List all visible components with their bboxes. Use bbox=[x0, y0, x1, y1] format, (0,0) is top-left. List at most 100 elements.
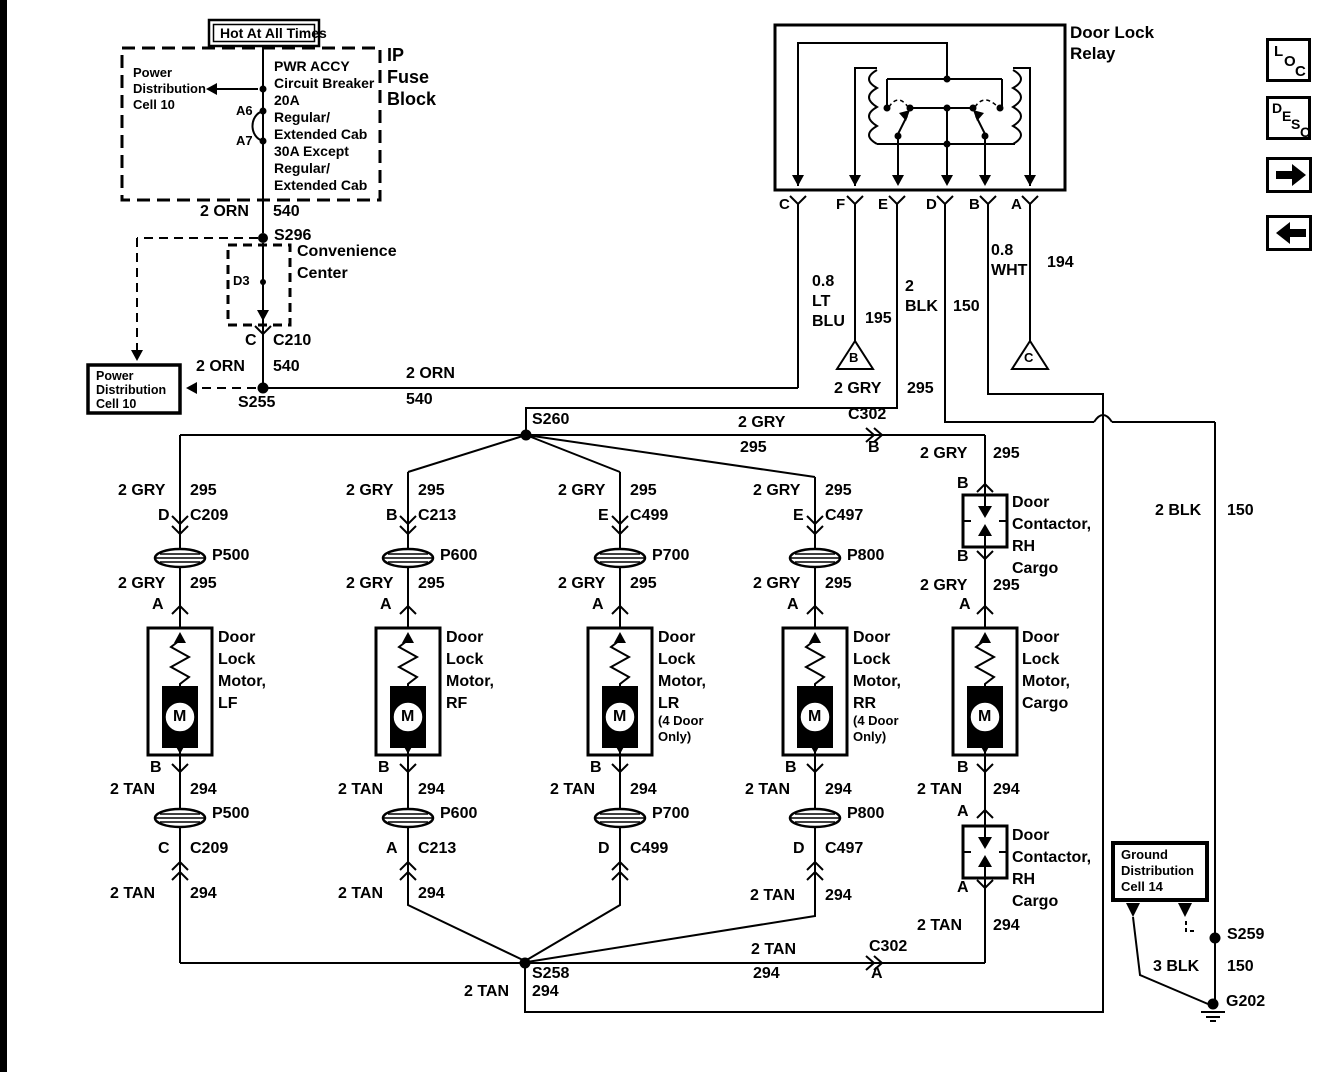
label-rr-conn-bot-pin: D bbox=[793, 840, 805, 857]
label-motor-rf-3: Motor, bbox=[446, 673, 494, 690]
label-motor-rf-2: Lock bbox=[446, 651, 484, 668]
label-lr-gry2-gauge: 2 GRY bbox=[558, 575, 606, 592]
label-motor-rr-5: (4 Door bbox=[853, 713, 899, 728]
label-contactor2-pin-a-bot: A bbox=[957, 879, 969, 896]
ip-fuse-block-box bbox=[120, 46, 382, 202]
label-ground-box-1: Ground bbox=[1121, 847, 1168, 862]
label-rf-tan-ckt: 294 bbox=[418, 781, 445, 798]
label-cargo-tan2-gauge: 2 TAN bbox=[917, 917, 963, 934]
label-motor-lr-2: Lock bbox=[658, 651, 696, 668]
label-terminator-c: C bbox=[1024, 350, 1034, 365]
label-lr-gry-ckt: 295 bbox=[630, 482, 657, 499]
door-contactors bbox=[961, 493, 1009, 880]
label-breaker-line7: Regular/ bbox=[274, 160, 331, 176]
label-lr-gry2-ckt: 295 bbox=[630, 575, 657, 592]
label-lr-tan-ckt: 294 bbox=[630, 781, 657, 798]
label-wire-blk-2: BLK bbox=[905, 298, 938, 315]
label-ground-box-3: Cell 14 bbox=[1121, 879, 1163, 894]
label-motor-rf-4: RF bbox=[446, 695, 468, 712]
label-fuse-ref-distribution: Distribution bbox=[133, 81, 206, 96]
label-splice-s258: S258 bbox=[532, 965, 570, 982]
label-grommet-p800-top: P800 bbox=[847, 547, 885, 564]
label-feed-gry-gauge: 2 GRY bbox=[920, 445, 968, 462]
label-branch-tan-ckt: 294 bbox=[753, 965, 780, 982]
desc-button[interactable]: D E S C bbox=[1266, 96, 1311, 140]
label-rf-gry2-gauge: 2 GRY bbox=[346, 575, 394, 592]
label-ground-box-2: Distribution bbox=[1121, 863, 1194, 878]
label-cargo-tan2-ckt: 294 bbox=[993, 917, 1020, 934]
dashed-reference-lines bbox=[136, 237, 258, 389]
label-cargo-pin-b2: B bbox=[957, 759, 969, 776]
label-pin-a6: A6 bbox=[236, 103, 253, 118]
label-wire-wht-2: WHT bbox=[991, 262, 1028, 279]
label-motor-lr-5: (4 Door bbox=[658, 713, 704, 728]
label-splice-s255: S255 bbox=[238, 394, 276, 411]
label-lr-conn-top: C499 bbox=[630, 507, 669, 524]
label-wire-orn3-ckt: 540 bbox=[406, 391, 433, 408]
label-lr-pin-a: A bbox=[592, 596, 604, 613]
label-splice-s259: S259 bbox=[1227, 926, 1265, 943]
label-motor-m-lf: M bbox=[173, 708, 187, 725]
label-lf-tan2-gauge: 2 TAN bbox=[110, 885, 156, 902]
label-rr-gry-gauge: 2 GRY bbox=[753, 482, 801, 499]
label-relay-term-f: F bbox=[836, 196, 846, 213]
label-grommet-p500-top: P500 bbox=[212, 547, 250, 564]
label-wire-gry-e-gauge: 2 GRY bbox=[834, 380, 882, 397]
label-contactor1-pin-b-bot: B bbox=[957, 548, 969, 565]
label-cargo-tan-gauge: 2 TAN bbox=[917, 781, 963, 798]
label-pin-d3: D3 bbox=[233, 273, 250, 288]
label-wire-ltblu-1: 0.8 bbox=[812, 273, 835, 290]
label-terminator-b: B bbox=[849, 350, 859, 365]
label-lf-gry2-ckt: 295 bbox=[190, 575, 217, 592]
label-rf-pin-a: A bbox=[380, 596, 392, 613]
label-s258-tan-gauge: 2 TAN bbox=[464, 983, 510, 1000]
label-hot-at-all-times: Hot At All Times bbox=[220, 25, 327, 41]
loc-letter-c: C bbox=[1295, 63, 1306, 80]
label-lf-gry-gauge: 2 GRY bbox=[118, 482, 166, 499]
loc-letter-l: L bbox=[1274, 43, 1284, 60]
label-rf-conn-top: C213 bbox=[418, 507, 457, 524]
label-splice-s296: S296 bbox=[274, 227, 312, 244]
label-motor-lr-1: Door bbox=[658, 629, 696, 646]
label-motor-m-rf: M bbox=[401, 708, 415, 725]
label-rf-conn-bot-pin: A bbox=[386, 840, 398, 857]
label-rr-conn-bot: C497 bbox=[825, 840, 864, 857]
next-button[interactable] bbox=[1266, 157, 1312, 193]
label-feed-gry-ckt: 295 bbox=[993, 445, 1020, 462]
label-lf-pin-b: B bbox=[150, 759, 162, 776]
label-cargo-gry2-gauge: 2 GRY bbox=[920, 577, 968, 594]
label-convenience-center-2: Center bbox=[297, 265, 348, 282]
prev-button[interactable] bbox=[1266, 215, 1312, 251]
label-grommet-p700-bot: P700 bbox=[652, 805, 690, 822]
label-motor-lr-4: LR bbox=[658, 695, 680, 712]
label-pin-a7: A7 bbox=[236, 133, 253, 148]
label-wire-blk-right-gauge: 2 BLK bbox=[1155, 502, 1202, 519]
label-ip-fuse-block-3: Block bbox=[387, 89, 437, 109]
label-wire-ltblu-ckt: 195 bbox=[865, 310, 892, 327]
label-lf-pin-a: A bbox=[152, 596, 164, 613]
label-breaker-line8: Extended Cab bbox=[274, 177, 368, 193]
label-pd-box-1: Power bbox=[96, 369, 134, 383]
label-motor-lf-1: Door bbox=[218, 629, 256, 646]
component-boxes bbox=[86, 18, 1209, 902]
label-wire-blk3-gauge: 3 BLK bbox=[1153, 958, 1200, 975]
splice-dots bbox=[257, 75, 1221, 1010]
label-wire-ltblu-3: BLU bbox=[812, 313, 845, 330]
desc-letter-d: D bbox=[1272, 100, 1283, 116]
loc-button[interactable]: L O C bbox=[1266, 38, 1311, 82]
terminator-c-triangle bbox=[1010, 339, 1050, 370]
desc-letter-c: C bbox=[1300, 124, 1311, 140]
label-relay-title-2: Relay bbox=[1070, 44, 1116, 63]
label-wire-gry-e-ckt: 295 bbox=[907, 380, 934, 397]
label-fuse-ref-cell10: Cell 10 bbox=[133, 97, 175, 112]
relay-internals bbox=[797, 42, 1031, 186]
label-ip-fuse-block-1: IP bbox=[387, 45, 405, 65]
label-wire-wht-ckt: 194 bbox=[1047, 254, 1074, 271]
label-conn-c210: C210 bbox=[273, 332, 312, 349]
label-motor-rf-1: Door bbox=[446, 629, 484, 646]
label-relay-term-c: C bbox=[779, 196, 790, 213]
label-breaker-line5: Extended Cab bbox=[274, 126, 368, 142]
label-rr-gry-ckt: 295 bbox=[825, 482, 852, 499]
label-wire-wht-1: 0.8 bbox=[991, 242, 1014, 259]
relay-contact-arcs bbox=[888, 99, 999, 108]
